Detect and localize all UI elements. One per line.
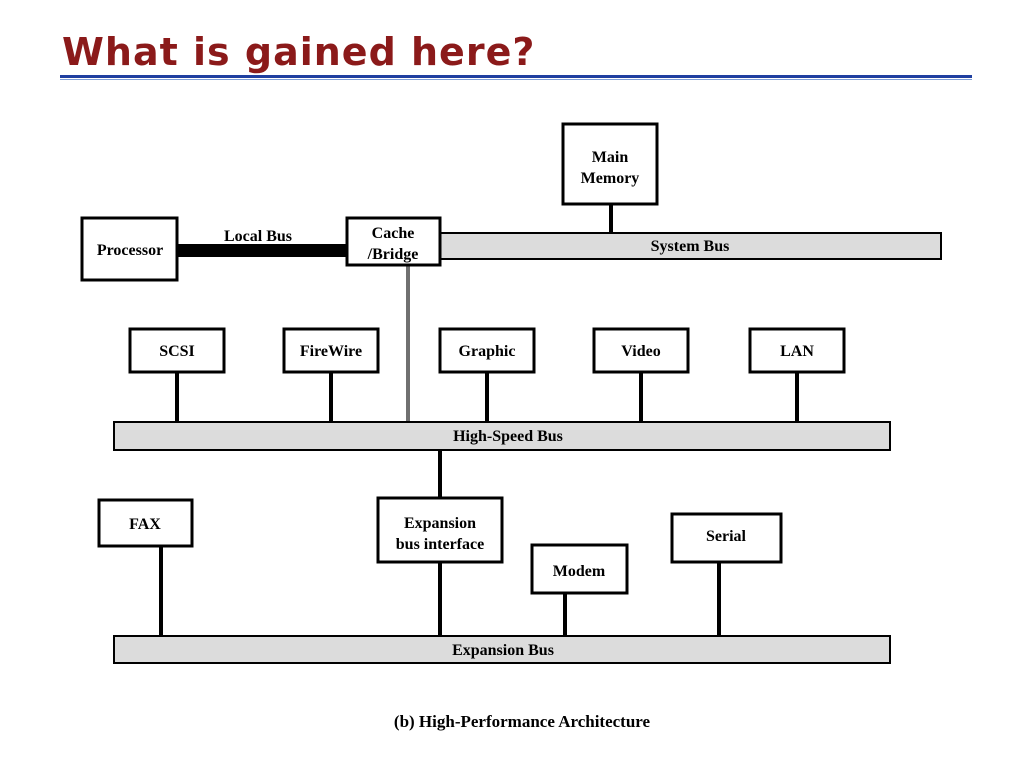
serial-label: Serial <box>706 528 747 545</box>
main-memory-label-line1: Main <box>592 149 629 166</box>
scsi-label: SCSI <box>159 343 195 360</box>
title-underline-shadow <box>60 79 972 80</box>
fax-label: FAX <box>129 516 161 533</box>
processor-node: Processor <box>80 216 179 282</box>
serial-node: Serial <box>670 512 783 564</box>
local-bus-label: Local Bus <box>224 228 292 245</box>
processor-label: Processor <box>97 242 163 259</box>
slide-title: What is gained here? <box>62 30 536 74</box>
fax-node: FAX <box>97 498 194 548</box>
firewire-node: FireWire <box>282 327 380 374</box>
modem-label: Modem <box>553 563 606 580</box>
diagram-caption: (b) High-Performance Architecture <box>394 712 651 731</box>
scsi-node: SCSI <box>128 327 226 374</box>
firewire-label: FireWire <box>300 343 362 360</box>
expansion-interface-node: Expansion bus interface <box>376 496 504 564</box>
system-bus <box>437 232 942 260</box>
title-underline <box>60 75 972 78</box>
video-label: Video <box>621 343 660 360</box>
high-speed-bus-label: High-Speed Bus <box>453 428 563 445</box>
expansion-bus-label: Expansion Bus <box>452 642 554 659</box>
main-memory-node: Main Memory <box>561 122 659 206</box>
local-bus-bar <box>177 244 349 257</box>
main-memory-label-line2: Memory <box>581 170 640 187</box>
cache-bridge-label-line2: /Bridge <box>367 246 419 263</box>
expansion-interface-label-line2: bus interface <box>396 536 484 553</box>
lan-label: LAN <box>780 343 814 360</box>
cache-bridge-label-line1: Cache <box>372 225 415 242</box>
graphic-label: Graphic <box>459 343 516 360</box>
expansion-interface-label-line1: Expansion <box>404 515 476 532</box>
expansion-bus <box>113 635 891 664</box>
video-node: Video <box>592 327 690 374</box>
modem-node: Modem <box>530 543 629 595</box>
cache-bridge-node: Cache /Bridge <box>345 216 442 267</box>
system-bus-label: System Bus <box>651 238 730 255</box>
graphic-node: Graphic <box>438 327 536 374</box>
high-speed-bus <box>113 421 891 451</box>
lan-node: LAN <box>748 327 846 374</box>
